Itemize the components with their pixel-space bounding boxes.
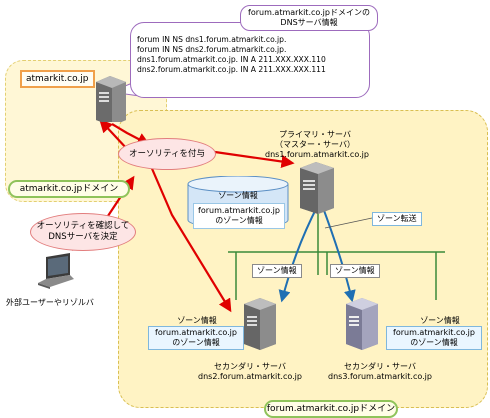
dns3-server-icon [346,298,378,350]
callout-line: forum IN NS dns2.forum.atmarkit.co.jp. [137,45,287,54]
atmarkit-host-label: atmarkit.co.jp [20,70,95,88]
dns2-label-1: セカンダリ・サーバ [214,362,286,371]
dns-info-callout: forum IN NS dns1.forum.atmarkit.co.jp. f… [130,22,370,98]
callout-line: dns1.forum.atmarkit.co.jp. IN A 211.XXX.… [137,55,326,64]
zone-db-title: ゾーン情報 [218,191,258,200]
callout-title-line2: DNSサーバ情報 [280,18,338,27]
dns3-zone-box: forum.atmarkit.co.jp のゾーン情報 [386,326,482,350]
primary-server-icon [300,162,334,214]
server-icon [96,76,126,122]
callout-line: dns2.forum.atmarkit.co.jp. IN A 211.XXX.… [137,65,326,74]
dns2-label-2: dns2.forum.atmarkit.co.jp [198,372,302,381]
zone-db-box: forum.atmarkit.co.jp のゾーン情報 [193,203,285,229]
callout-title: forum.atmarkit.co.jpドメインの DNSサーバ情報 [240,5,378,31]
zone-transfer-arrow-dns2 [278,204,319,303]
zone-transfer-label: ゾーン転送 [372,212,422,226]
confirm-authority-bubble: オーソリティを確認して DNSサーバを決定 [30,213,136,251]
zone-transfer-pointer [324,217,373,229]
callout-title-line1: forum.atmarkit.co.jpドメインの [248,8,370,17]
primary-label-2: （マスター・サーバ） [275,140,355,149]
zone-transfer-arrow-dns3 [321,204,356,303]
dns3-zone-title: ゾーン情報 [420,316,460,325]
forum-domain-label: forum.atmarkit.co.jpドメイン [264,400,398,418]
atmarkit-domain-label: atmarkit.co.jpドメイン [8,180,130,198]
client-label: 外部ユーザーやリゾルバ [6,298,94,307]
authority-arrow-3 [148,163,232,313]
dns2-zone-title: ゾーン情報 [177,316,217,325]
zone-info-tag-left: ゾーン情報 [252,264,302,278]
dns2-server-icon [244,298,276,350]
zone-info-tag-right: ゾーン情報 [330,264,380,278]
primary-label-3: dns1.forum.atmarkit.co.jp [265,150,369,159]
grant-authority-bubble: オーソリティを付与 [118,138,216,170]
dns2-zone-box: forum.atmarkit.co.jp のゾーン情報 [148,326,244,350]
dns3-label-1: セカンダリ・サーバ [344,362,416,371]
authority-arrow-2 [214,150,295,169]
dns3-label-2: dns3.forum.atmarkit.co.jp [328,372,432,381]
primary-label-1: プライマリ・サーバ [279,130,351,139]
laptop-icon [38,253,74,289]
callout-line: forum IN NS dns1.forum.atmarkit.co.jp. [137,35,287,44]
